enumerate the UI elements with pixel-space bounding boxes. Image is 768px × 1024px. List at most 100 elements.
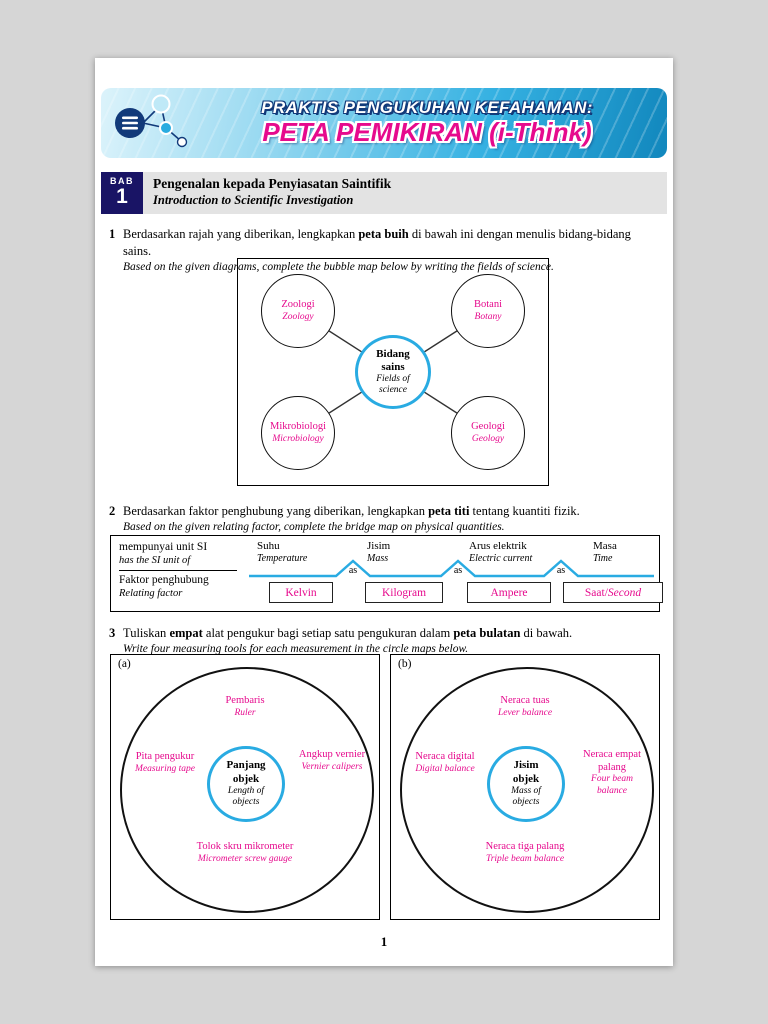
bubble-zoologi-ms: Zoologi xyxy=(281,299,315,310)
question-2-number: 2 xyxy=(109,504,116,518)
bubble-center-ms1: Bidang xyxy=(376,348,410,361)
chapter-badge-label: BAB xyxy=(110,176,134,187)
answer-angkup-vernier: Angkup vernier Vernier calipers xyxy=(295,749,369,773)
menu-icon xyxy=(115,108,145,138)
answer-neraca-tiga-palang-ms: Neraca tiga palang xyxy=(485,841,565,852)
answer-saat: Saat/ xyxy=(584,586,608,599)
relating-factor-label-ms: Faktor penghubung xyxy=(119,574,209,587)
answer-neraca-digital-en: Digital balance xyxy=(415,763,475,774)
bridge-line xyxy=(249,559,654,578)
bubble-center-en1: Fields of xyxy=(376,373,410,384)
bridge-item-jisim-en: Mass xyxy=(367,553,389,565)
page-number: 1 xyxy=(380,934,388,949)
q3-ms-bold1: empat xyxy=(169,626,203,640)
answer-box-saat: Saat/Second xyxy=(563,582,663,603)
bubble-geologi-ms: Geologi xyxy=(471,421,505,432)
bridge-relating-factor: mempunyai unit SI has the SI unit of Fak… xyxy=(119,541,245,601)
bubble-botani-en: Botany xyxy=(474,311,502,322)
answer-neraca-tuas-ms: Neraca tuas xyxy=(500,695,550,706)
answer-pembaris-en: Ruler xyxy=(234,707,256,718)
question-1-number: 1 xyxy=(109,227,116,241)
bridge-item-suhu-en: Temperature xyxy=(257,553,308,565)
q1-ms-bold: peta buih xyxy=(358,227,409,241)
chapter-badge-number: 1 xyxy=(116,185,128,209)
answer-pita-pengukur-en: Measuring tape xyxy=(135,763,195,774)
question-3-text-en: Write four measuring tools for each meas… xyxy=(123,642,469,655)
answer-pembaris: Pembaris Ruler xyxy=(166,695,324,719)
answer-neraca-empat-palang-ms: Neraca empat palang xyxy=(582,749,641,773)
bubble-mikrobiologi-ms: Mikrobiologi xyxy=(269,421,326,432)
question-2-text-en: Based on the given relating factor, comp… xyxy=(123,520,505,533)
bridge-item-masa-en: Time xyxy=(593,553,613,565)
answer-tolok-skru-ms: Tolok skru mikrometer xyxy=(196,841,294,852)
answer-neraca-tiga-palang: Neraca tiga palang Triple beam balance xyxy=(429,841,621,865)
bridge-item-arus-en: Electric current xyxy=(469,553,533,565)
circle-map-a-center-en1: Length of xyxy=(227,785,265,796)
bridge-item-arus: Arus elektrik Electric current xyxy=(469,540,532,565)
circle-map-a: (a) Pembaris Ruler Pita pengukur Measuri… xyxy=(110,654,380,920)
bubble-botani-ms: Botani xyxy=(474,299,502,310)
bridge-as-label: as xyxy=(453,565,463,576)
chapter-badge: BAB 1 xyxy=(101,172,143,214)
circle-map-b-center-en1: Mass of xyxy=(511,785,541,796)
answer-ampere: Ampere xyxy=(490,586,528,599)
answer-pembaris-ms: Pembaris xyxy=(225,695,265,706)
circle-map-a-center-en2: objects xyxy=(232,797,260,808)
relating-factor-ms: mempunyai unit SI xyxy=(119,541,208,553)
divider-line xyxy=(119,570,237,572)
question-3: 3 Tuliskan empat alat pengukur bagi seti… xyxy=(108,625,660,657)
circle-map-b-outer-circle xyxy=(400,667,654,913)
bubble-botani: Botani Botany xyxy=(451,274,525,348)
answer-box-ampere: Ampere xyxy=(467,582,551,603)
circle-map-b-center-ms1: Jisim xyxy=(513,759,539,772)
bridge-item-masa: Masa Time xyxy=(593,540,617,565)
bridge-item-suhu: Suhu Temperature xyxy=(257,540,307,565)
banner-subtitle: PETA PEMIKIRAN (i-Think) xyxy=(262,116,592,147)
answer-neraca-empat-palang: Neraca empat palang Four beam balance xyxy=(575,749,649,797)
answer-pita-pengukur-ms: Pita pengukur xyxy=(135,751,195,762)
circle-map-a-center-ms1: Panjang xyxy=(226,759,266,772)
q2-ms-bold: peta titi xyxy=(428,504,470,518)
relating-factor-label-en: Relating factor xyxy=(119,588,183,600)
chapter-title-en: Introduction to Scientific Investigation xyxy=(153,192,354,207)
circle-maps: (a) Pembaris Ruler Pita pengukur Measuri… xyxy=(110,654,660,920)
circle-map-a-label: (a) xyxy=(118,658,131,670)
relating-factor-en: has the SI unit of xyxy=(119,554,191,566)
q3-ms-mid: alat pengukur bagi setiap satu pengukura… xyxy=(202,626,454,640)
circle-map-b-label: (b) xyxy=(398,658,412,670)
bridge-as-label: as xyxy=(348,565,358,576)
answer-neraca-tuas-en: Lever balance xyxy=(497,707,553,718)
bubble-zoologi: Zoologi Zoology xyxy=(261,274,335,348)
answer-neraca-digital: Neraca digital Digital balance xyxy=(411,751,479,775)
chapter-title-ms: Pengenalan kepada Penyiasatan Saintifik xyxy=(153,176,392,191)
q1-ms-pre: Berdasarkan rajah yang diberikan, lengka… xyxy=(123,227,359,241)
bridge-item-masa-ms: Masa xyxy=(593,540,617,552)
question-3-number: 3 xyxy=(109,626,116,640)
answer-tolok-skru-en: Micrometer screw gauge xyxy=(197,853,293,864)
q1-ms-post: di bawah ini dengan menulis bidang-bidan… xyxy=(123,227,631,258)
circle-map-b-center-en2: objects xyxy=(512,797,540,808)
question-2: 2 Berdasarkan faktor penghubung yang dib… xyxy=(108,503,660,535)
header-banner: PRAKTIS PENGUKUHAN KEFAHAMAN: PETA PEMIK… xyxy=(101,88,667,158)
bridge-item-jisim: Jisim Mass xyxy=(367,540,390,565)
bubble-zoologi-en: Zoology xyxy=(282,311,314,322)
q2-ms-post: tentang kuantiti fizik. xyxy=(469,504,580,518)
bridge-item-jisim-ms: Jisim xyxy=(367,540,391,552)
banner-title: PRAKTIS PENGUKUHAN KEFAHAMAN: xyxy=(261,98,593,118)
q2-ms-pre: Berdasarkan faktor penghubung yang diber… xyxy=(123,504,429,518)
bubble-mikrobiologi-en: Microbiology xyxy=(272,433,324,444)
answer-second: Second xyxy=(607,586,642,599)
circle-map-b-center-ms2: objek xyxy=(512,772,540,785)
answer-angkup-vernier-en: Vernier calipers xyxy=(301,761,363,772)
answer-neraca-digital-ms: Neraca digital xyxy=(415,751,475,762)
question-2-text-ms: Berdasarkan faktor penghubung yang diber… xyxy=(123,503,660,520)
circle-map-b: (b) Neraca tuas Lever balance Neraca dig… xyxy=(390,654,660,920)
circle-map-a-center: Panjang objek Length of objects xyxy=(207,746,285,822)
q3-ms-pre: Tuliskan xyxy=(123,626,170,640)
bubble-center-ms2: sains xyxy=(381,361,405,374)
answer-box-kelvin: Kelvin xyxy=(269,582,333,603)
worksheet-page: PRAKTIS PENGUKUHAN KEFAHAMAN: PETA PEMIK… xyxy=(95,58,673,966)
answer-neraca-empat-palang-en: Four beam balance xyxy=(591,774,633,796)
bubble-mikrobiologi: Mikrobiologi Microbiology xyxy=(261,396,335,470)
